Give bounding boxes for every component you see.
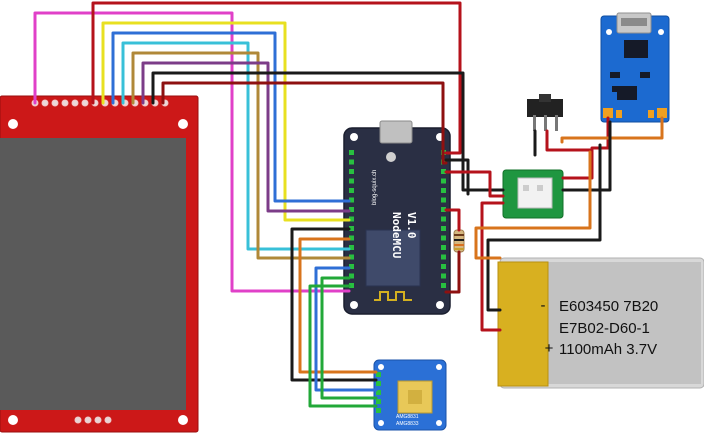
header-pin (441, 197, 446, 203)
header-pin (441, 169, 446, 174)
tft-sd-pins (74, 416, 112, 424)
slide-switch (527, 94, 563, 131)
antenna-trace (374, 291, 412, 301)
wire-red-2 (161, 81, 448, 165)
mount-hole-icon (178, 119, 188, 129)
wire-yellow (101, 21, 351, 222)
header-pin (349, 245, 354, 250)
wire-red-top (91, 1, 462, 155)
wire-orange-battery (474, 150, 592, 260)
header-pin (81, 99, 89, 107)
nodemcu-brand: blog-squix.ch (372, 170, 378, 205)
mount-hole-icon (8, 415, 18, 425)
wire-red-jst (480, 201, 505, 332)
amg-label-1: AMG8831 (396, 414, 419, 420)
header-pin (71, 99, 79, 107)
header-pin (441, 254, 446, 260)
wire-resistor-bottom (444, 250, 461, 294)
wire-green-amg-1 (320, 276, 378, 400)
lipo-battery: - + E603450 7B20 E7B02-D60-1 1100mAh 3.7… (497, 257, 704, 389)
wire-black-mcu (444, 158, 470, 196)
battery-label-line3: 1100mAh 3.7V (559, 341, 657, 358)
wires (33, 1, 664, 408)
header-pin (349, 159, 354, 165)
wire-black-battery (486, 143, 602, 312)
header-pin (441, 235, 446, 241)
header-pin (349, 188, 354, 193)
nodemcu-board: blog-squix.ch NodeMCU V1.0 (343, 120, 451, 315)
header-pin (349, 283, 354, 288)
header-pin (441, 226, 446, 231)
wire-magenta (33, 11, 351, 293)
tft-display (0, 95, 199, 433)
header-pin (349, 226, 354, 231)
battery-minus-sign: - (541, 297, 546, 314)
charger-module (600, 12, 670, 123)
header-pin (441, 264, 446, 269)
wire-black-amg (290, 227, 378, 382)
header-pin (349, 169, 354, 174)
header-pin (441, 216, 446, 222)
header-pin (349, 235, 354, 241)
nodemcu-left-pins (349, 150, 354, 288)
mount-hole-icon (8, 119, 18, 129)
wire-purple (141, 61, 351, 213)
resistor (453, 229, 465, 253)
wire-cyan (121, 41, 351, 251)
wire-black-top (151, 71, 505, 192)
amg-label-2: AMG8833 (396, 421, 419, 427)
header-pin (441, 178, 446, 184)
header-pin (349, 264, 354, 269)
wire-blue-amg (314, 266, 378, 392)
header-pin (441, 273, 446, 279)
header-pin (51, 99, 59, 107)
header-pin (376, 399, 381, 404)
jst-connector (502, 169, 564, 219)
usb-port (379, 120, 413, 144)
wire-resistor-top (444, 208, 461, 232)
header-pin (349, 150, 354, 155)
header-pin (349, 207, 354, 212)
wire-orange-amg (298, 237, 378, 374)
wire-red-charger (590, 116, 610, 150)
nodemcu-version: V1.0 (405, 212, 418, 239)
header-pin (376, 381, 381, 386)
battery-plus-sign: + (545, 340, 554, 357)
esp-chip (365, 229, 421, 287)
battery-label-line2: E7B02-D60-1 (559, 320, 650, 337)
header-pin (349, 178, 354, 184)
wire-green-amg-2 (308, 284, 378, 408)
header-pin (441, 207, 446, 212)
wire-black-jst (561, 120, 612, 192)
nodemcu-name: NodeMCU (390, 212, 403, 259)
header-pin (61, 99, 69, 107)
header-pin (349, 197, 354, 203)
header-pin (349, 254, 354, 260)
header-pin (376, 390, 381, 395)
amg-thermal-sensor: AMG8831 AMG8833 (373, 359, 447, 431)
wire-blue (111, 31, 351, 203)
wire-orange-charger (560, 116, 664, 144)
header-pin (41, 99, 49, 107)
header-pin (441, 188, 446, 193)
wire-tan (131, 51, 351, 260)
battery-label-line1: E603450 7B20 (559, 298, 658, 315)
header-pin (349, 273, 354, 279)
nodemcu-right-pins (441, 150, 446, 288)
header-pin (376, 372, 381, 377)
wire-red-switch (545, 129, 594, 180)
header-pin (441, 245, 446, 250)
mount-hole-icon (178, 415, 188, 425)
header-pin (441, 283, 446, 288)
header-pin (349, 216, 354, 222)
wire-red-mcu (444, 170, 505, 198)
amg-header-pins (376, 372, 381, 413)
header-pin (376, 408, 381, 413)
